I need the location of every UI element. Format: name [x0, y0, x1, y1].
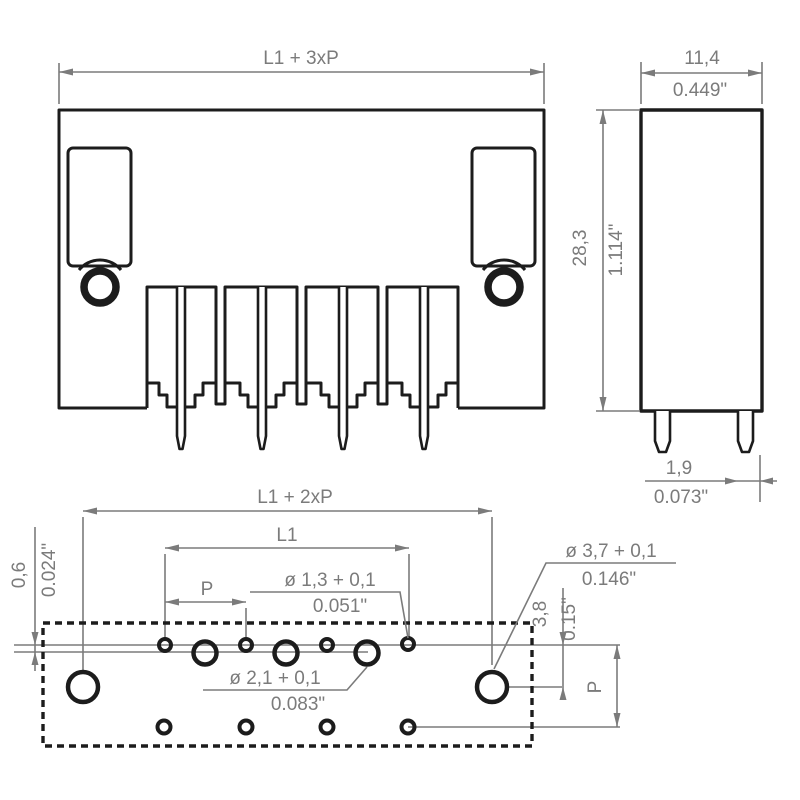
drill-small-hole-a1 [157, 637, 173, 653]
drill-large-hole-leader [493, 562, 676, 670]
drill-small-hole-leader [250, 591, 409, 639]
drill-total-arrow-right [478, 507, 492, 515]
drill-large-hole-mm-label: ø 3,7 + 0,1 [565, 541, 656, 562]
drill-rowdist-arrow-bottom [559, 687, 567, 700]
drill-offset-mm-label: 0,6 [9, 562, 30, 588]
drill-mid-hole-mm-label: ø 2,1 + 0,1 [229, 668, 320, 689]
drill-small-hole-c4 [399, 718, 417, 736]
drill-total-arrow-left [83, 507, 97, 515]
drill-rowdist-arrow-top [559, 632, 567, 645]
side-pin-mm-label: 1,9 [666, 458, 692, 479]
drill-small-hole-in-label: 0.051" [313, 596, 367, 617]
side-height-mm-label: 28,3 [570, 230, 591, 267]
front-pin-1 [175, 287, 187, 451]
drill-plan: L1 + 2xP L1 P ø 1,3 + 0,1 0.051" ø 2,1 +… [9, 487, 676, 748]
drill-small-hole-c1 [155, 718, 173, 736]
front-latch-right-arc [481, 258, 527, 271]
drill-mid-hole-b1 [191, 639, 219, 667]
side-width-extension-lines [640, 62, 763, 104]
front-width-dim-label: L1 + 3xP [263, 48, 339, 69]
side-height-arrow-bottom [599, 397, 607, 411]
drill-board-outline [41, 621, 534, 748]
front-width-arrow-right [530, 68, 544, 76]
front-pin-3 [337, 287, 349, 451]
side-view: 11,4 0.449" 28,3 1.114" 1,9 0.073" [570, 48, 777, 508]
front-latch-right [470, 146, 537, 268]
side-width-arrow-left [641, 69, 655, 77]
side-width-mm-label: 11,4 [684, 48, 720, 69]
drill-offset-arrow-top [31, 632, 39, 645]
front-pin-4 [418, 287, 430, 451]
side-body-outline [639, 108, 764, 413]
drill-small-hole-mm-label: ø 1,3 + 0,1 [284, 570, 375, 591]
drill-large-hole-left [65, 669, 101, 705]
drill-pitch-v-arrow-top [613, 645, 621, 659]
drill-pitch-v-label: P [585, 681, 606, 694]
front-width-extension-lines [58, 63, 545, 104]
drill-rowdist-mm-label: 3,8 [530, 601, 551, 627]
side-pin-arrow-right [760, 477, 773, 485]
drill-pitch-dim-label: P [201, 579, 214, 600]
drill-small-hole-c2 [237, 718, 255, 736]
drill-mid-hole-in-label: 0.083" [271, 694, 325, 715]
drill-offset-arrow-bottom [31, 652, 39, 665]
drill-small-hole-a3 [319, 637, 335, 653]
front-body-outline [57, 108, 546, 410]
drill-large-hole-in-label: 0.146" [582, 569, 636, 590]
drill-small-hole-a2 [238, 637, 254, 653]
drill-mid-hole-b3 [353, 639, 381, 667]
drill-large-hole-right [474, 669, 510, 705]
front-comb-outline [145, 285, 460, 408]
drill-rowdist-in-label: 0.15" [559, 597, 580, 641]
front-latch-left [66, 146, 133, 268]
front-width-arrow-left [59, 68, 73, 76]
side-pin-arrow-left [725, 477, 738, 485]
side-height-in-label: 1.114" [606, 224, 627, 277]
drill-small-hole-a4 [400, 636, 416, 652]
drill-l1-dim-label: L1 [276, 525, 297, 546]
front-latch-left-ring [80, 267, 120, 307]
side-width-in-label: 0.449" [673, 80, 727, 101]
front-pin-2 [256, 287, 268, 451]
side-width-arrow-right [748, 69, 762, 77]
drill-small-hole-c3 [318, 718, 336, 736]
front-view: L1 + 3xP [57, 48, 546, 451]
drill-pitch-v-arrow-bottom [613, 713, 621, 727]
drill-mid-hole-b2 [272, 639, 300, 667]
drill-l1-arrow-right [395, 544, 409, 552]
side-pin-in-label: 0.073" [654, 487, 708, 508]
side-pin-right [736, 411, 755, 454]
drill-pitch-arrow-right [232, 598, 246, 606]
drill-pitch-arrow-left [165, 598, 179, 606]
side-pin-left [653, 411, 672, 454]
drill-l1-arrow-left [165, 544, 179, 552]
side-height-arrow-top [599, 110, 607, 124]
drill-mid-hole-leader [203, 666, 368, 691]
front-latch-right-ring [484, 267, 524, 307]
drill-offset-in-label: 0.024" [39, 543, 60, 597]
front-latch-left-arc [77, 258, 123, 271]
drill-total-dim-label: L1 + 2xP [257, 487, 333, 508]
